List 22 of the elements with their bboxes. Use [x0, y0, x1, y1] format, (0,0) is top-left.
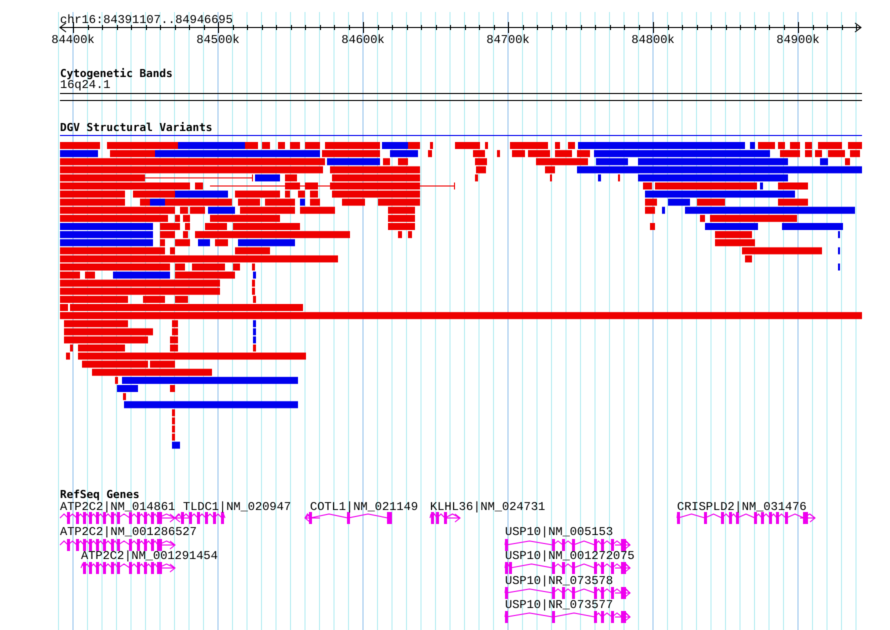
- gene-label: USP10|NR_073578: [505, 575, 614, 588]
- gene-label: ATP2C2|NM_014861: [60, 501, 176, 514]
- gene-label: KLHL36|NM_024731: [430, 501, 546, 514]
- tick-label: 84800k: [631, 34, 675, 47]
- gene-label: USP10|NR_073577: [505, 599, 614, 612]
- gene-label: ATP2C2|NM_001286527: [60, 526, 197, 539]
- tick-label: 84600k: [341, 34, 385, 47]
- tick-label: 84700k: [486, 34, 530, 47]
- track-title: Cytogenetic Bands: [60, 67, 173, 80]
- tick-label: 84900k: [776, 34, 820, 47]
- track-title: RefSeq Genes: [60, 488, 140, 501]
- tick-label: 84500k: [196, 34, 240, 47]
- track-title: DGV Structural Variants: [60, 121, 212, 134]
- tick-label: 84400k: [51, 34, 95, 47]
- gene-label: USP10|NM_001272075: [505, 550, 635, 563]
- gene-label: ATP2C2|NM_001291454: [81, 550, 218, 563]
- region-title: chr16:84391107..84946695: [60, 14, 233, 27]
- gene-label: TLDC1|NM_020947: [183, 501, 292, 514]
- gene-label: USP10|NM_005153: [505, 526, 614, 539]
- gene-label: CRISPLD2|NM_031476: [677, 501, 807, 514]
- band-label: 16q24.1: [60, 79, 110, 92]
- gene-label: COTL1|NM_021149: [310, 501, 418, 514]
